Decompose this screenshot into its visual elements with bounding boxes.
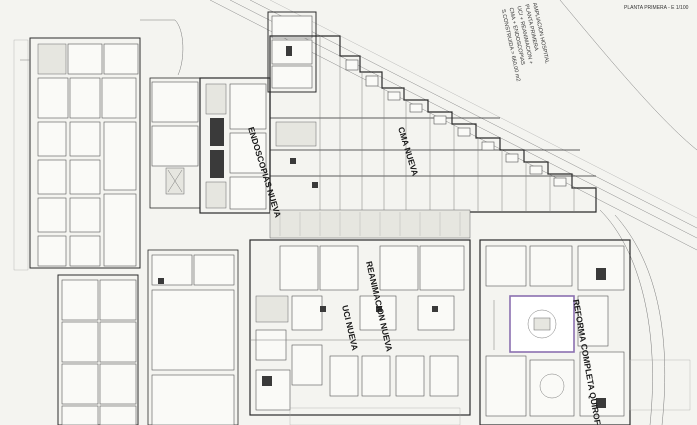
title-block: AMPLIACION HOSPITAL PLANTA PRIMERA UCI +… <box>500 2 550 82</box>
southwest-wing <box>57 249 239 425</box>
endoscopias-block <box>199 11 317 214</box>
quirofano-block <box>479 239 691 425</box>
corridor-band <box>269 209 471 239</box>
uci-reanimacion-block <box>249 239 471 425</box>
sheet-label: PLANTA PRIMERA - E 1/100 <box>624 5 689 11</box>
west-wing <box>13 19 201 271</box>
cma-block <box>269 35 597 213</box>
